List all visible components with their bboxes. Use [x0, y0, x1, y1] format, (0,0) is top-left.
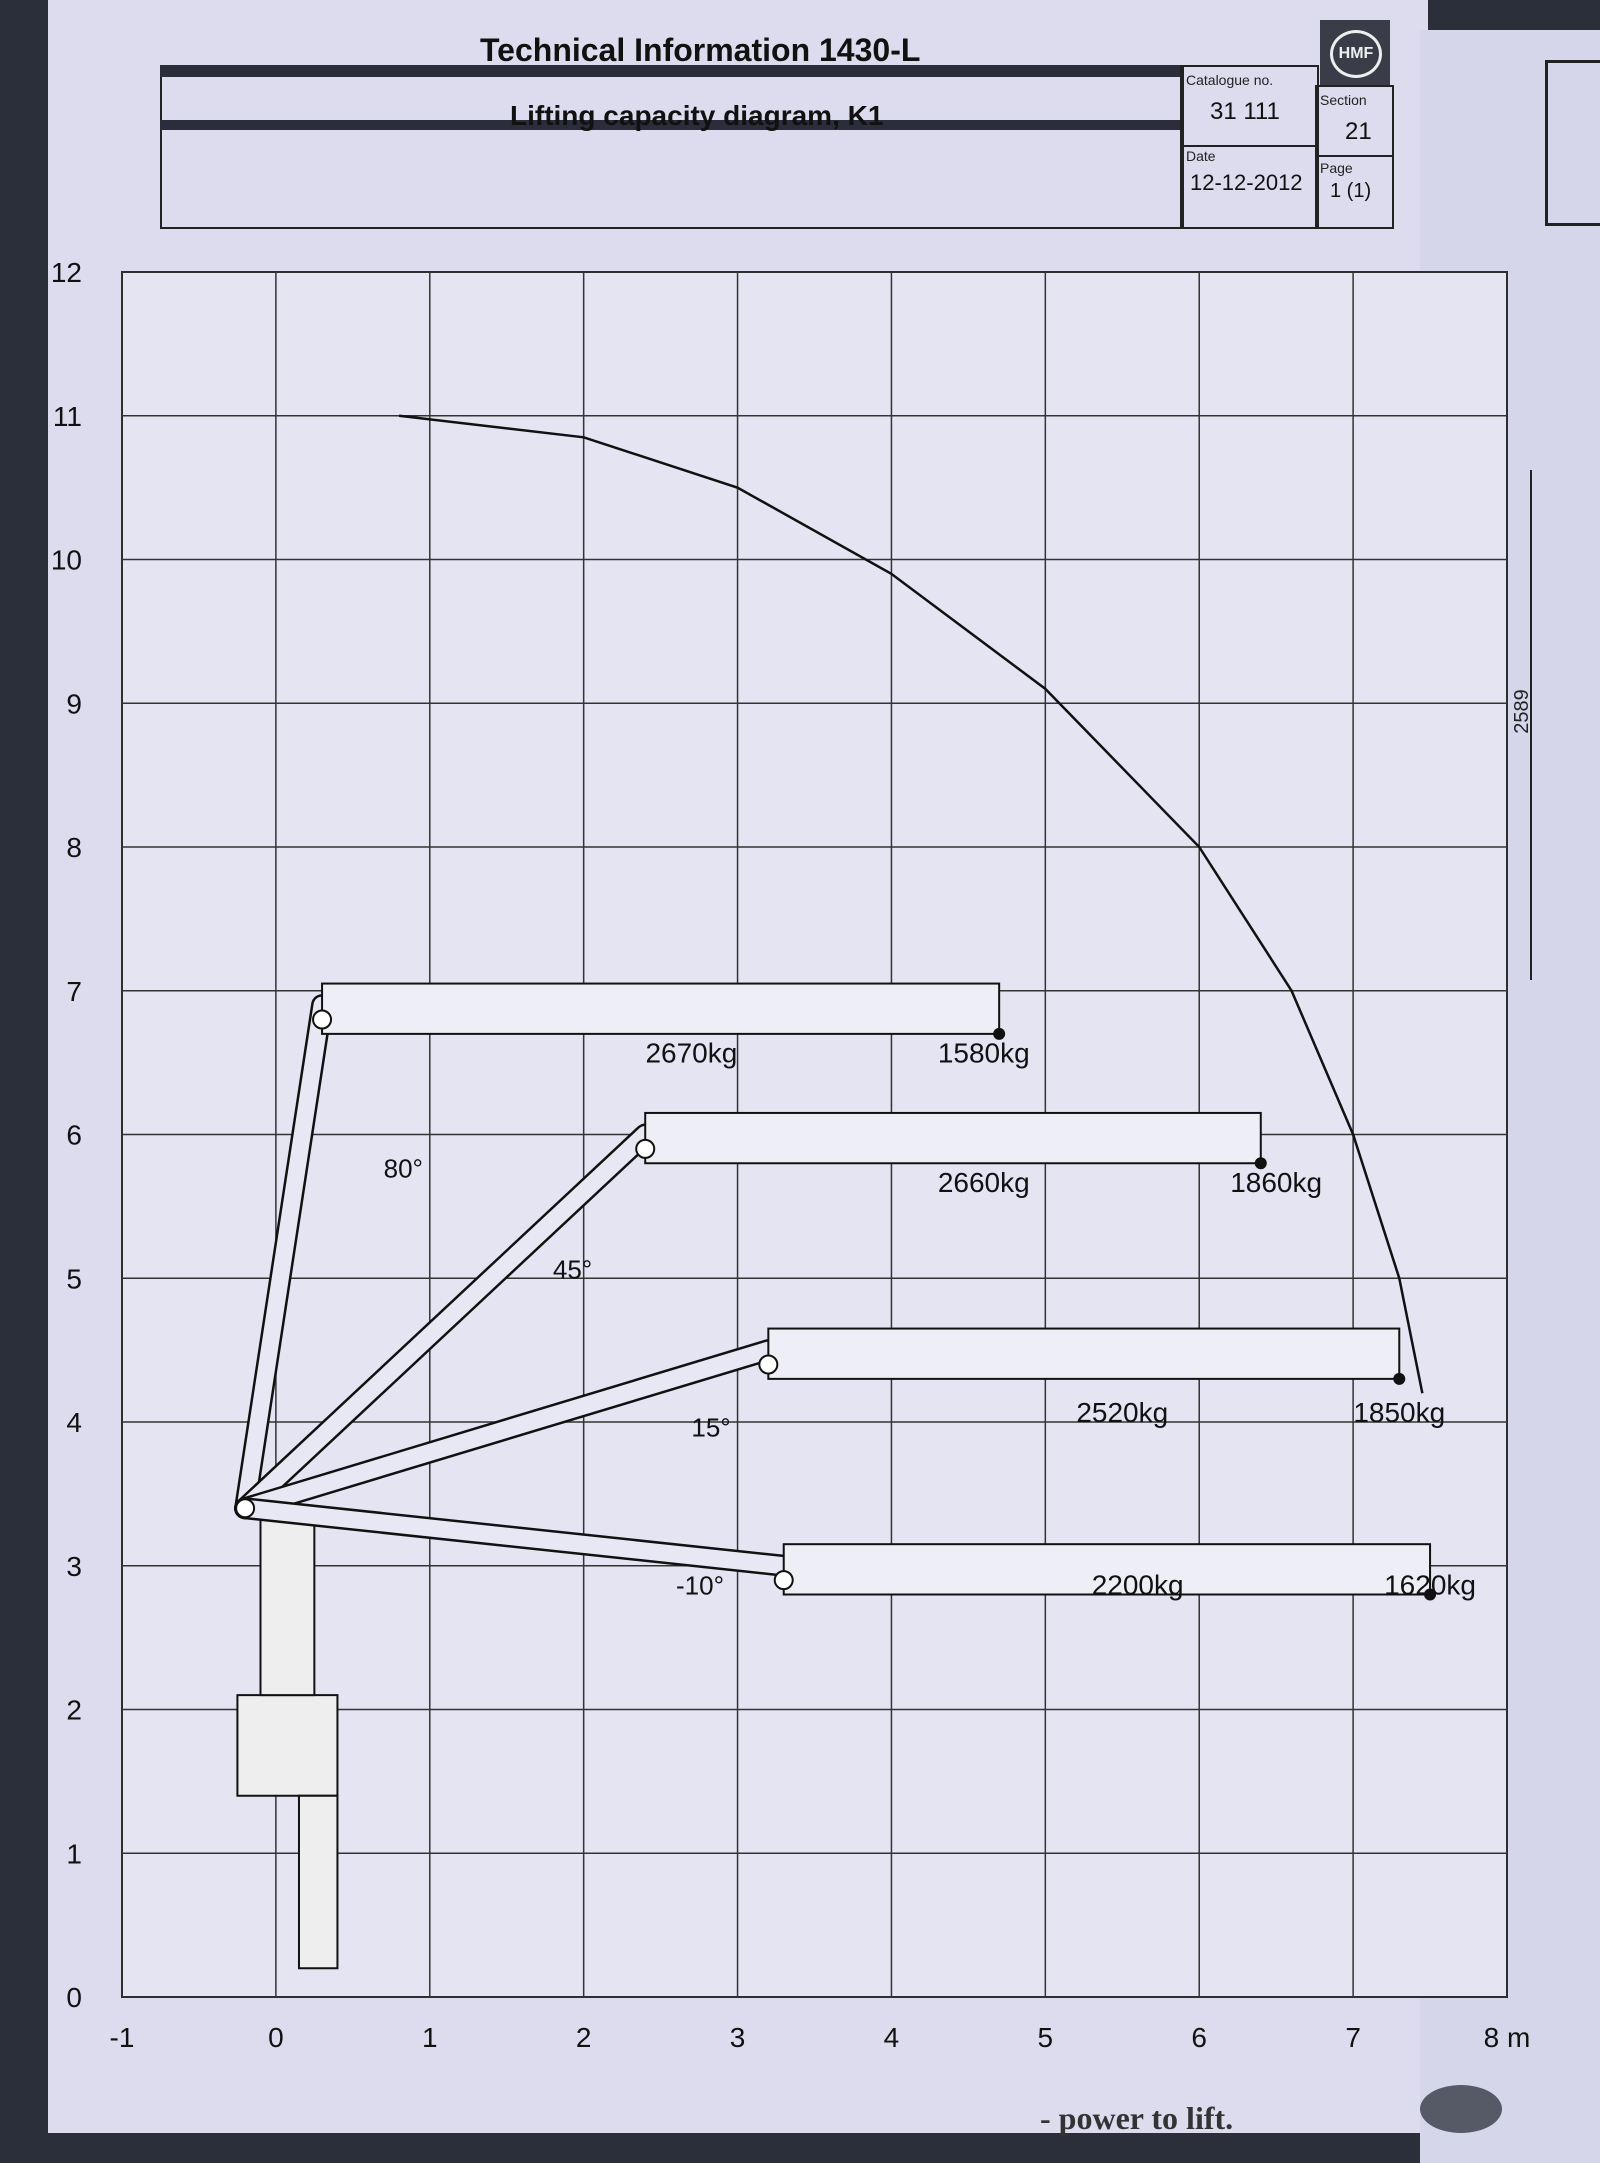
section-value: 21 — [1345, 118, 1372, 145]
section-page-cell — [1315, 85, 1394, 229]
knuckle-joint — [635, 1138, 656, 1159]
dimension-line — [1530, 470, 1532, 980]
boom-angle-label: 15° — [691, 1412, 730, 1442]
page-label: Page — [1320, 160, 1353, 176]
knuckle-joint — [773, 1570, 794, 1591]
y-tick-label: 3 — [66, 1551, 82, 1582]
crane-base — [236, 1694, 339, 1797]
y-tick-label: 9 — [66, 688, 82, 719]
catalogue-date-cell — [1180, 65, 1319, 229]
main-boom-fill — [236, 1341, 777, 1517]
logo-block: HMF — [1320, 20, 1390, 85]
load-label: 2670kg — [645, 1038, 737, 1069]
y-tick-label: 2 — [66, 1695, 82, 1726]
page-value: 1 (1) — [1330, 180, 1372, 202]
hmf-logo: HMF — [1330, 30, 1382, 78]
section-label: Section — [1320, 92, 1367, 108]
main-boom-fill — [236, 1126, 654, 1517]
x-tick-label: 7 — [1345, 2022, 1361, 2053]
knuckle-joint — [312, 1009, 333, 1030]
footer-slogan: - power to lift. — [1040, 2100, 1234, 2136]
load-label: 2520kg — [1076, 1397, 1168, 1428]
boom-tip — [993, 1027, 1006, 1040]
extension-boom — [782, 1543, 1432, 1596]
date-label: Date — [1186, 148, 1216, 164]
y-tick-label: 10 — [51, 545, 82, 576]
main-boom-fill — [236, 996, 331, 1517]
extension-boom — [644, 1111, 1262, 1165]
x-tick-label: 3 — [730, 2022, 746, 2053]
catalogue-label: Catalogue no. — [1186, 72, 1274, 88]
boom-tip — [1254, 1157, 1267, 1170]
y-tick-label: 0 — [66, 1982, 82, 2013]
x-tick-label: 8 m — [1484, 2022, 1531, 2053]
x-tick-label: 6 — [1191, 2022, 1207, 2053]
divider — [1315, 155, 1392, 157]
boom-tip — [1393, 1372, 1406, 1385]
date-value: 12-12-2012 — [1190, 170, 1303, 195]
crane-leg — [297, 1794, 339, 1970]
document-subtitle: Lifting capacity diagram, K1 — [510, 100, 884, 131]
y-tick-label: 5 — [66, 1263, 82, 1294]
boom-angle-label: -10° — [676, 1571, 724, 1601]
x-tick-label: 1 — [422, 2022, 438, 2053]
envelope-curve — [398, 414, 1424, 1394]
pivot-joint — [235, 1498, 256, 1519]
x-tick-label: 5 — [1038, 2022, 1054, 2053]
knuckle-joint — [758, 1354, 779, 1375]
load-label: 1860kg — [1230, 1167, 1322, 1198]
y-tick-label: 1 — [66, 1838, 82, 1869]
divider — [1180, 145, 1317, 147]
main-boom-fill — [236, 1499, 793, 1575]
next-page-table — [1545, 60, 1600, 226]
footer-logo-dot — [1420, 2085, 1502, 2133]
document-title: Technical Information 1430-L — [480, 32, 921, 68]
x-tick-label: -1 — [110, 2022, 135, 2053]
y-tick-label: 7 — [66, 976, 82, 1007]
load-label: 2200kg — [1092, 1570, 1184, 1601]
title-block: Technical Information 1430-L Lifting cap… — [160, 20, 1400, 229]
subtitle-bar — [160, 120, 1180, 130]
y-tick-label: 6 — [66, 1120, 82, 1151]
title-bar — [160, 65, 1180, 77]
y-tick-label: 11 — [53, 401, 82, 432]
load-label: 1580kg — [938, 1038, 1030, 1069]
extension-boom — [321, 982, 1001, 1035]
catalogue-value: 31 111 — [1210, 98, 1280, 125]
x-tick-label: 4 — [884, 2022, 900, 2053]
y-tick-label: 4 — [66, 1407, 82, 1438]
boom-angle-label: 45° — [553, 1254, 592, 1284]
extension-boom — [767, 1327, 1401, 1380]
x-tick-label: 2 — [576, 2022, 592, 2053]
y-tick-label: 8 — [66, 832, 82, 863]
y-tick-label: 12 — [51, 257, 82, 288]
boom-angle-label: 80° — [384, 1154, 423, 1184]
load-label: 1620kg — [1384, 1570, 1476, 1601]
load-label: 2660kg — [938, 1167, 1030, 1198]
x-tick-label: 0 — [268, 2022, 284, 2053]
load-label: 1850kg — [1353, 1397, 1445, 1428]
crane-column — [259, 1507, 316, 1697]
boom-tip — [1424, 1588, 1437, 1601]
